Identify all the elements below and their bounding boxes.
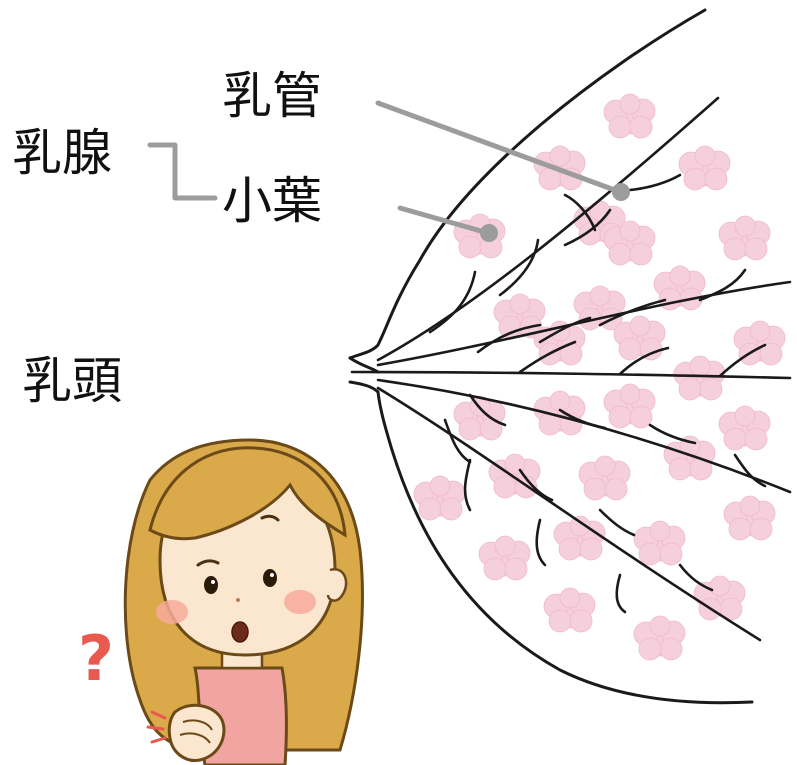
lobule-cluster: [603, 383, 656, 429]
lobule-cluster: [453, 395, 506, 441]
lobule-cluster: [653, 265, 706, 311]
lobule-leader-line: [397, 205, 491, 236]
worried-girl-illustration: [123, 438, 364, 765]
label-duct: 乳管: [222, 67, 322, 125]
leader-lines: [147, 100, 623, 236]
ducts: [350, 96, 792, 642]
lobule-cluster: [603, 93, 656, 139]
duct-upper: [376, 96, 720, 362]
lobule-cluster: [478, 535, 531, 581]
lobule-cluster: [613, 315, 666, 361]
right-cheek: [284, 590, 316, 614]
lobule-cluster: [413, 475, 466, 521]
lobule-cluster: [533, 145, 586, 191]
lobule-cluster: [578, 455, 631, 501]
lobule-cluster: [718, 405, 771, 451]
duct-lower: [376, 386, 762, 642]
hand: [167, 703, 226, 762]
label-mammary-gland: 乳腺: [12, 124, 112, 182]
lobule-cluster: [543, 587, 596, 633]
lobule-cluster: [673, 355, 726, 401]
left-cheek: [156, 600, 188, 624]
lobule-cluster: [553, 515, 606, 561]
label-nipple: 乳頭: [22, 352, 122, 410]
lobule-cluster: [633, 615, 686, 661]
duct-mid-upper: [376, 280, 792, 367]
duct-center: [350, 370, 792, 380]
question-mark: ?: [78, 622, 114, 695]
duct-leader-line: [375, 100, 623, 195]
lobule-leader-dot: [480, 224, 498, 242]
lobule-cluster: [678, 145, 731, 191]
lobule-cluster: [723, 495, 776, 541]
duct-leader-dot: [612, 183, 630, 201]
left-eye: [204, 576, 218, 594]
mouth: [231, 621, 249, 643]
lobule-cluster: [733, 320, 786, 366]
breast-outline: [348, 8, 754, 705]
lobules: [413, 93, 786, 661]
lobule-cluster: [693, 575, 746, 621]
right-eye: [263, 569, 277, 587]
lobule-cluster: [663, 435, 716, 481]
mammary-gland-bracket: [147, 142, 218, 201]
lobule-cluster: [603, 220, 656, 266]
lobule-cluster: [718, 215, 771, 261]
hair-bangs: [148, 446, 347, 541]
lobule-cluster: [633, 520, 686, 566]
label-lobule: 小葉: [222, 172, 322, 230]
